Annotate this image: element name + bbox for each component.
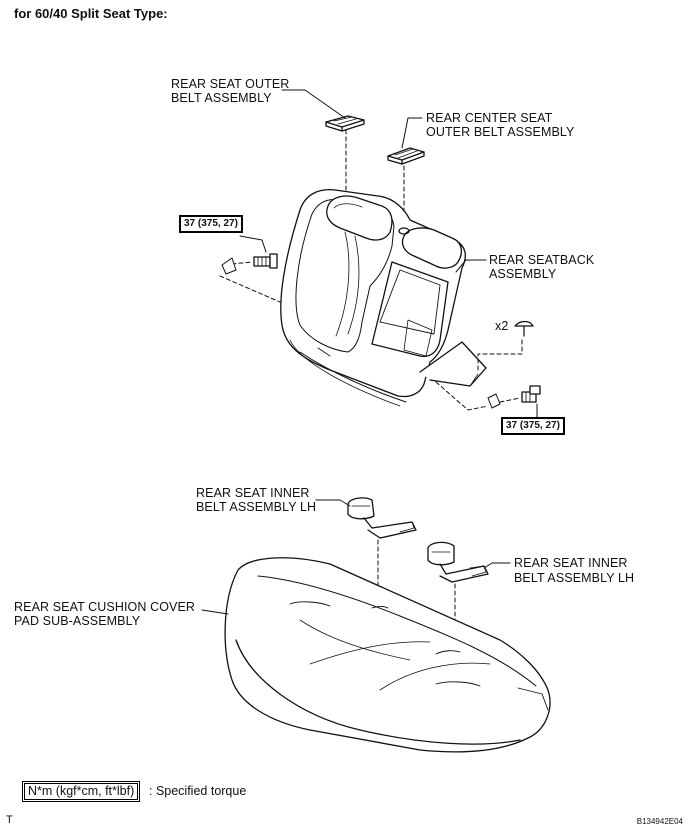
label-cushion-line2: PAD SUB-ASSEMBLY bbox=[14, 614, 141, 628]
page-title: for 60/40 Split Seat Type: bbox=[14, 6, 168, 21]
leader-left-torque bbox=[239, 235, 267, 253]
rear-seat-cushion bbox=[224, 557, 551, 753]
label-inner-belt-lh-2-line2: BELT ASSEMBLY LH bbox=[514, 571, 635, 585]
label-cushion-line1: REAR SEAT CUSHION COVER bbox=[14, 600, 196, 614]
label-seatback-line1: REAR SEATBACK bbox=[489, 253, 595, 267]
torque-spec-right: 37 (375, 27) bbox=[502, 418, 564, 434]
outer-belt-part bbox=[325, 115, 365, 132]
leader-seatback bbox=[455, 259, 487, 273]
inner-belt-lh-1 bbox=[347, 497, 417, 539]
left-bolt bbox=[253, 253, 278, 269]
clip-icon bbox=[514, 320, 534, 337]
label-outer-belt-line2: BELT ASSEMBLY bbox=[171, 91, 272, 105]
label-outer-belt-line1: REAR SEAT OUTER bbox=[171, 77, 290, 91]
label-seatback-line2: ASSEMBLY bbox=[489, 267, 557, 281]
leader-outer-belt bbox=[281, 89, 346, 119]
inner-belt-lh-2 bbox=[427, 541, 489, 583]
label-center-belt-line2: OUTER BELT ASSEMBLY bbox=[426, 125, 575, 139]
label-inner-belt-lh-2-line1: REAR SEAT INNER bbox=[514, 556, 628, 570]
leader-center-belt bbox=[401, 117, 423, 149]
legend-torque-unit: N*m (kgf*cm, ft*lbf) bbox=[24, 783, 139, 800]
figure-code: B134942E04 bbox=[636, 817, 683, 826]
corner-letter: T bbox=[6, 814, 13, 826]
label-inner-belt-lh-1-line2: BELT ASSEMBLY LH bbox=[196, 500, 317, 514]
right-bolt bbox=[521, 385, 541, 403]
center-belt-part bbox=[387, 147, 425, 165]
rear-seatback bbox=[280, 189, 487, 407]
label-inner-belt-lh-1-line1: REAR SEAT INNER bbox=[196, 486, 310, 500]
label-clip-count: x2 bbox=[495, 319, 509, 333]
legend-description: : Specified torque bbox=[149, 784, 247, 798]
label-center-belt-line1: REAR CENTER SEAT bbox=[426, 111, 553, 125]
torque-spec-left: 37 (375, 27) bbox=[180, 216, 242, 232]
